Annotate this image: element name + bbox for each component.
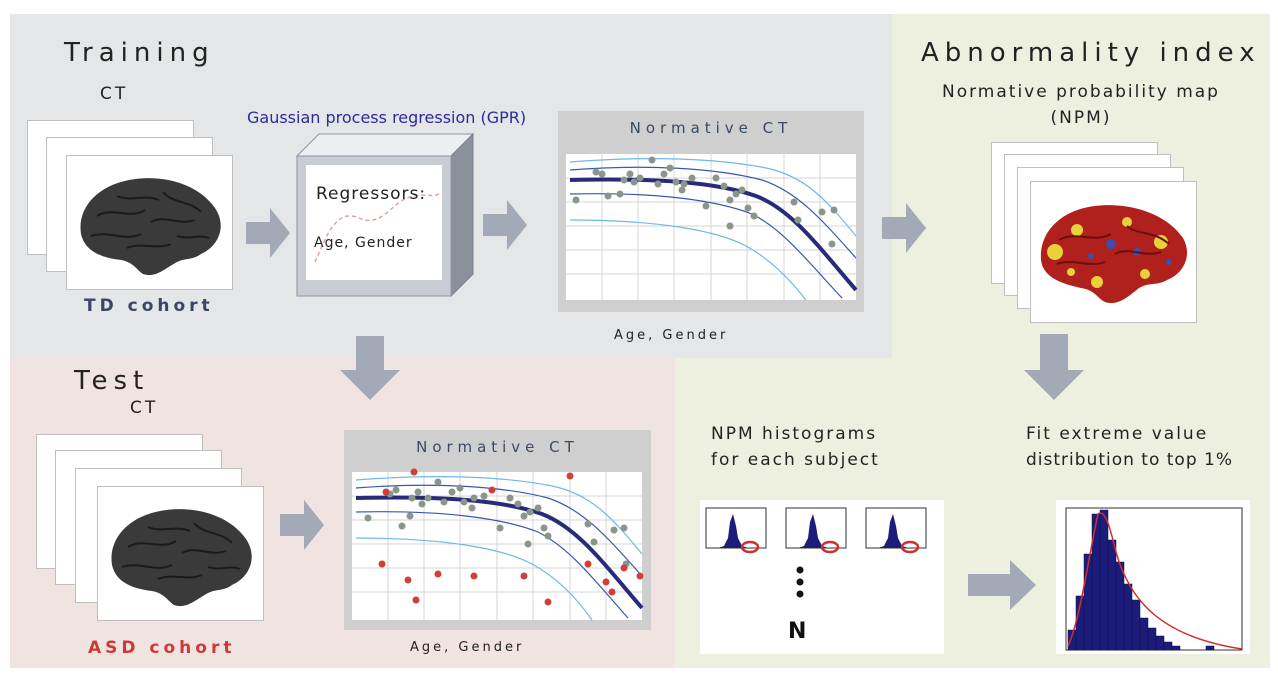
hist-label-line1: NPM histograms [711,424,878,444]
abnormality-title: Abnormality index [921,38,1261,68]
npm-histograms-box [700,500,944,654]
arrow-right-icon [882,203,926,253]
test-normative-title: Normative CT [416,438,579,456]
test-axis-label: Age, Gender [410,640,525,655]
mini-histograms [705,507,927,598]
npm-label-line2: (NPM) [1050,108,1112,128]
hist-label-line2: for each subject [711,450,880,470]
regressors-title: Regressors: [316,184,427,204]
arrow-right-icon [246,208,290,258]
training-normative-title: Normative CT [629,119,793,137]
regressors-list: Age, Gender [314,235,413,251]
td-cohort-label: TD cohort [84,296,214,316]
npm-label-line1: Normative probability map [942,82,1220,102]
test-normative-chart [352,468,644,621]
brain-icon [80,178,221,276]
npm-card-1 [1030,181,1197,323]
training-normative-chart [566,154,858,301]
training-title: Training [64,38,215,68]
asd-cohort-label: ASD cohort [88,638,236,658]
gpr-label: Gaussian process regression (GPR) [247,108,527,127]
training-ct-label: CT [100,84,129,104]
arrow-down-icon [1024,334,1084,400]
evd-fit-box [1056,500,1250,654]
fit-label-line1: Fit extreme value [1026,424,1209,444]
brain-icon [111,509,252,607]
npm-brain-icon [1040,205,1188,304]
brain-card-front [66,155,233,290]
evd-histogram [1065,507,1243,651]
test-title: Test [74,366,150,396]
training-axis-label: Age, Gender [614,328,729,343]
fit-label-line2: distribution to top 1% [1026,450,1233,470]
gpr-box [295,132,475,298]
arrow-right-icon [968,560,1036,610]
test-brain-card-1 [97,486,264,621]
subject-count-label: N [788,619,807,644]
arrow-right-icon [483,200,527,250]
arrow-right-icon [280,500,324,550]
test-ct-label: CT [130,398,159,418]
arrow-down-icon [340,336,400,400]
